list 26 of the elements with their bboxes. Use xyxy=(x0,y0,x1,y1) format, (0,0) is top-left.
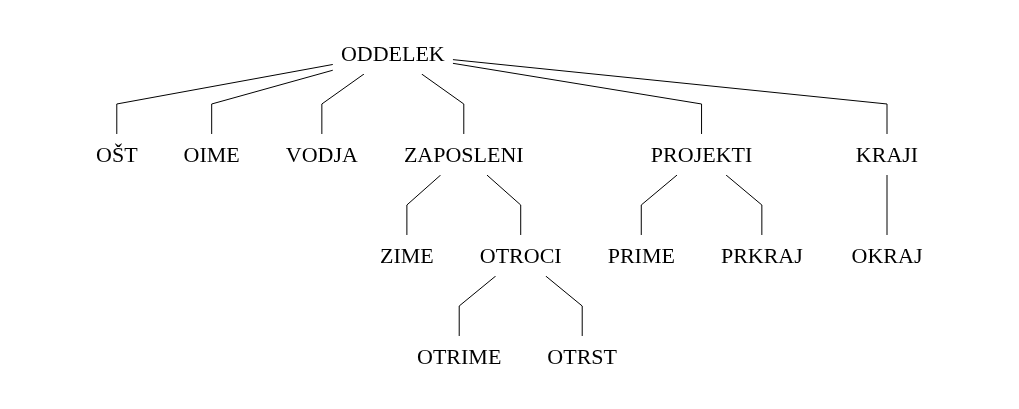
connector xyxy=(321,73,365,134)
node-text: ZIME xyxy=(380,242,435,268)
node-text: OKRAJ xyxy=(851,242,923,268)
connector xyxy=(458,275,497,336)
connector xyxy=(116,63,334,134)
connector xyxy=(545,275,583,336)
node-text: OTRST xyxy=(547,343,618,369)
connector xyxy=(452,62,703,134)
node-text: ZAPOSLENI xyxy=(404,141,524,167)
node-text: KRAJI xyxy=(856,141,919,167)
connector xyxy=(486,174,522,235)
connector xyxy=(641,174,678,235)
node-text: PRIME xyxy=(607,242,676,268)
connector xyxy=(421,73,465,134)
node-text: OTROCI xyxy=(480,242,562,268)
node-text: ODDELEK xyxy=(341,40,446,66)
node-text: OIME xyxy=(183,141,241,167)
node-text: OTRIME xyxy=(417,343,502,369)
node-text: PROJEKTI xyxy=(651,141,753,167)
node-text: VODJA xyxy=(286,141,359,167)
connector xyxy=(452,58,888,134)
node-text: PRKRAJ xyxy=(721,242,804,268)
node-text: OŠT xyxy=(96,141,138,167)
connector xyxy=(406,174,442,235)
connector xyxy=(725,174,763,235)
connector xyxy=(211,69,334,134)
